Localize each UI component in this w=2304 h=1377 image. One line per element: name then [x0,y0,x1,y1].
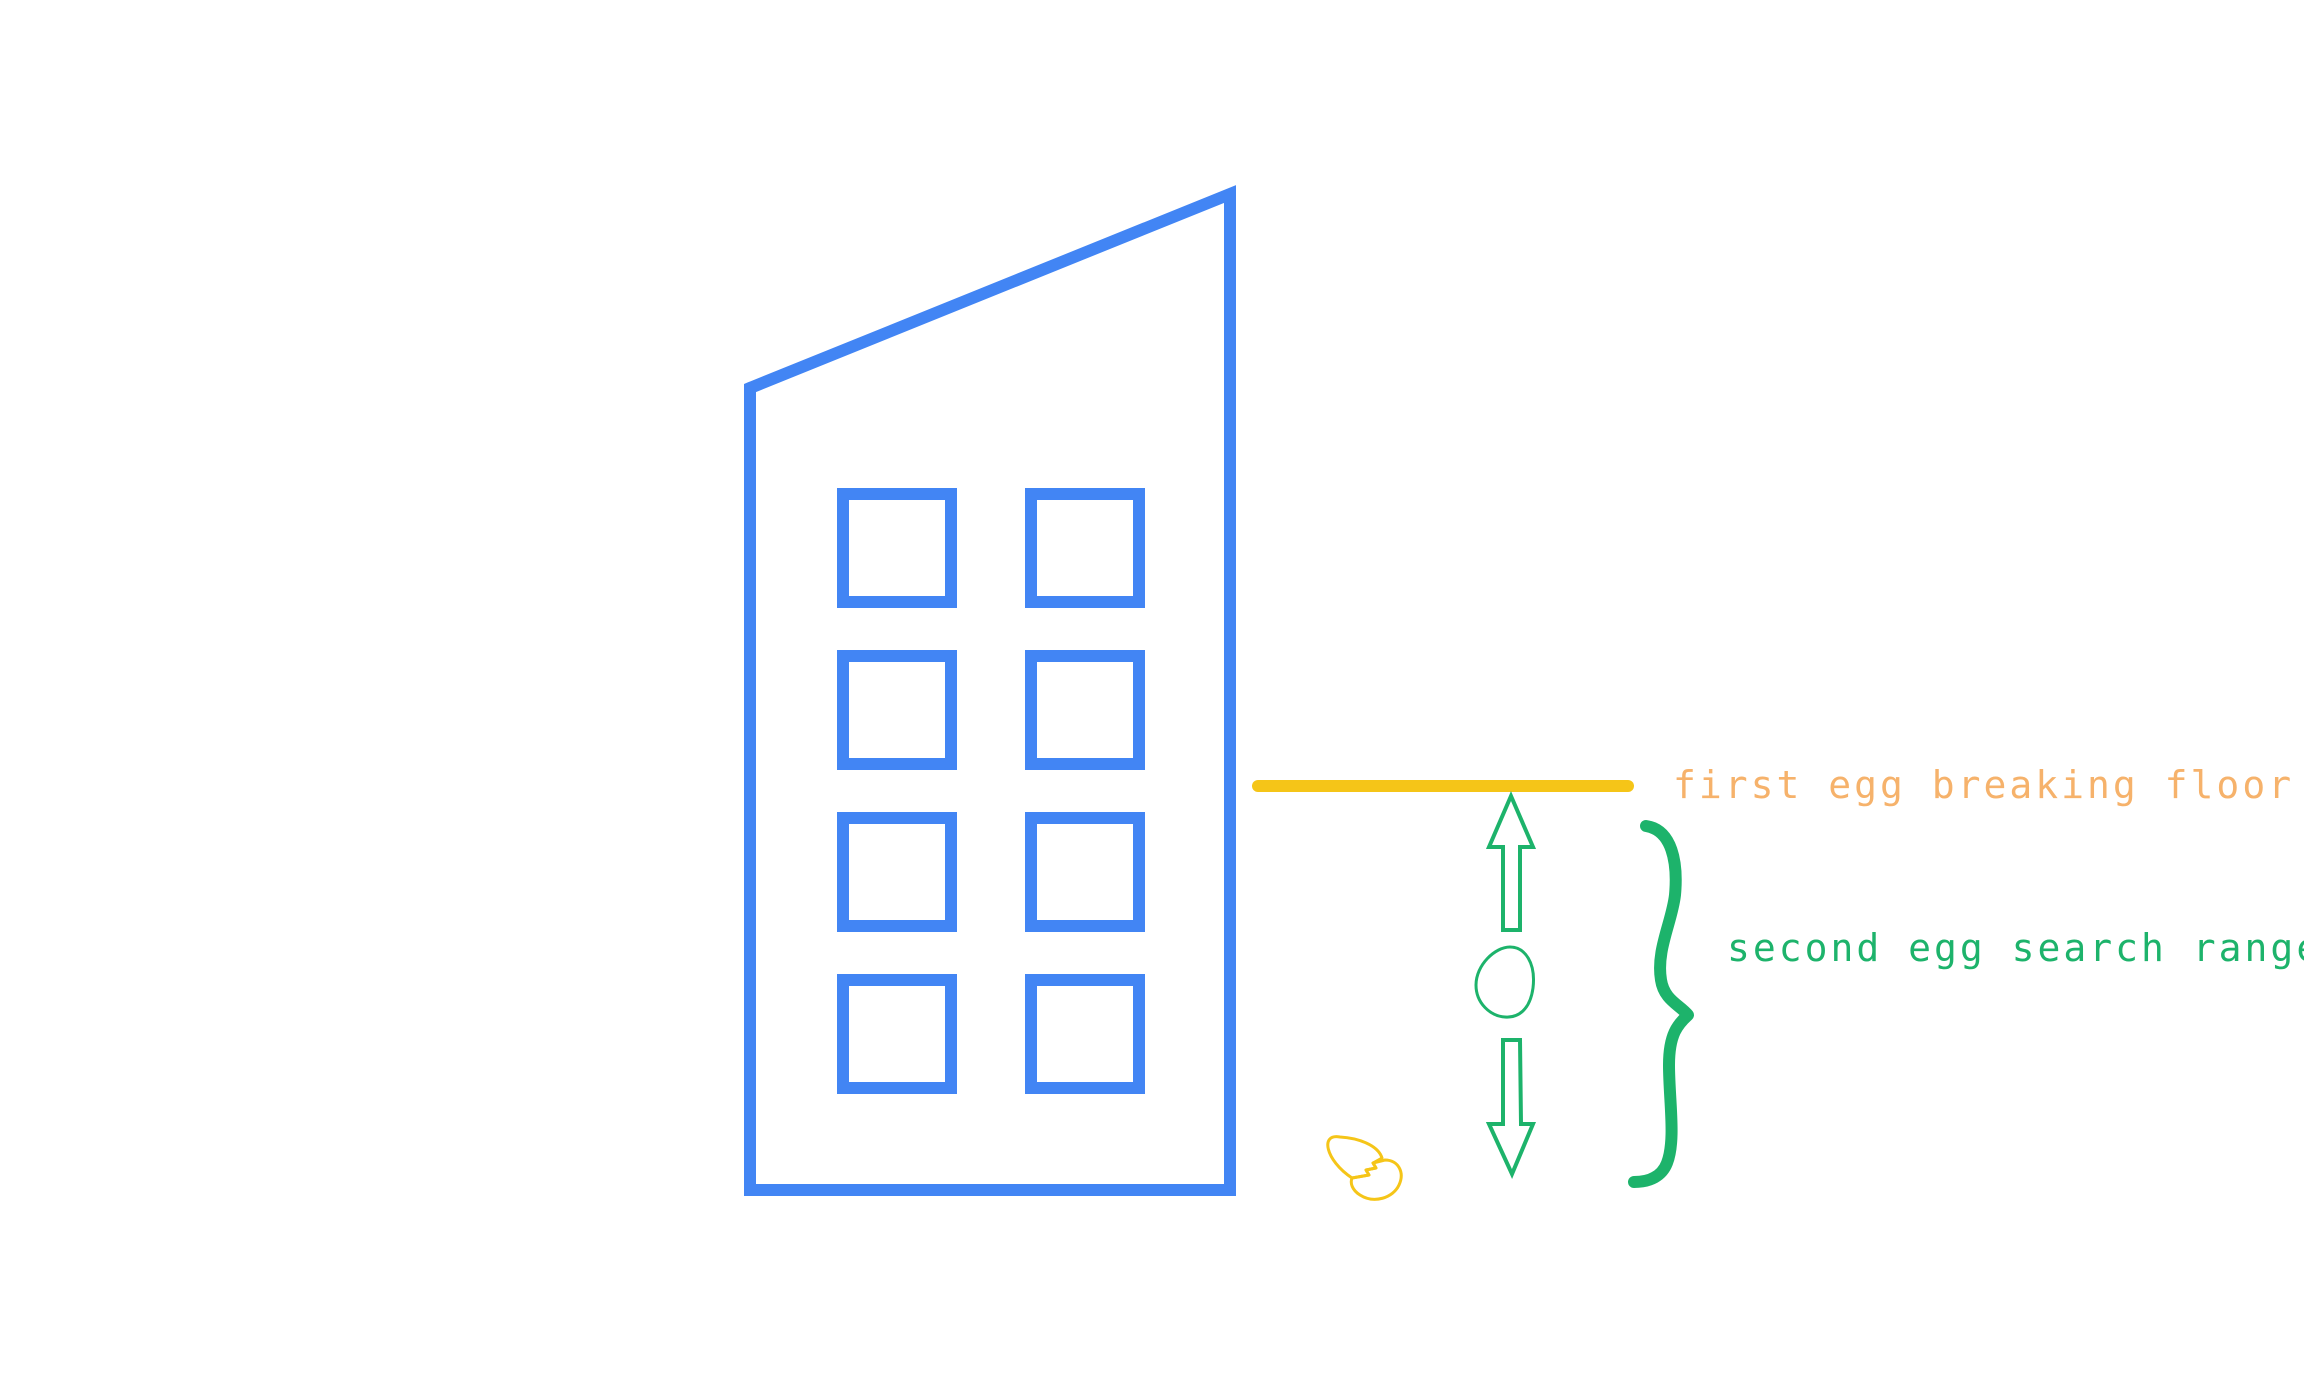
building-window [1025,650,1145,770]
building-window [837,812,957,932]
building-window [1025,974,1145,1094]
broken-egg-icon [1326,1135,1403,1201]
arrow-down-icon [1485,1038,1537,1179]
building-outline [744,185,1236,1196]
broken-egg-bottom-shell [1349,1158,1403,1201]
broken-egg-top-shell [1326,1135,1384,1180]
arrow-up-icon [1485,790,1537,932]
egg-icon [1474,945,1535,1019]
first-egg-breaking-floor-label: first egg breaking floor [1673,763,2294,807]
building-windows [837,488,1145,1094]
building-window [837,488,957,608]
building-window [1025,812,1145,932]
building-window [837,974,957,1094]
building-window [837,650,957,770]
building-window [1025,488,1145,608]
building [744,185,1236,1196]
second-egg-search-range-label: second egg search range [1727,926,2304,970]
curly-brace-icon [1628,820,1694,1188]
